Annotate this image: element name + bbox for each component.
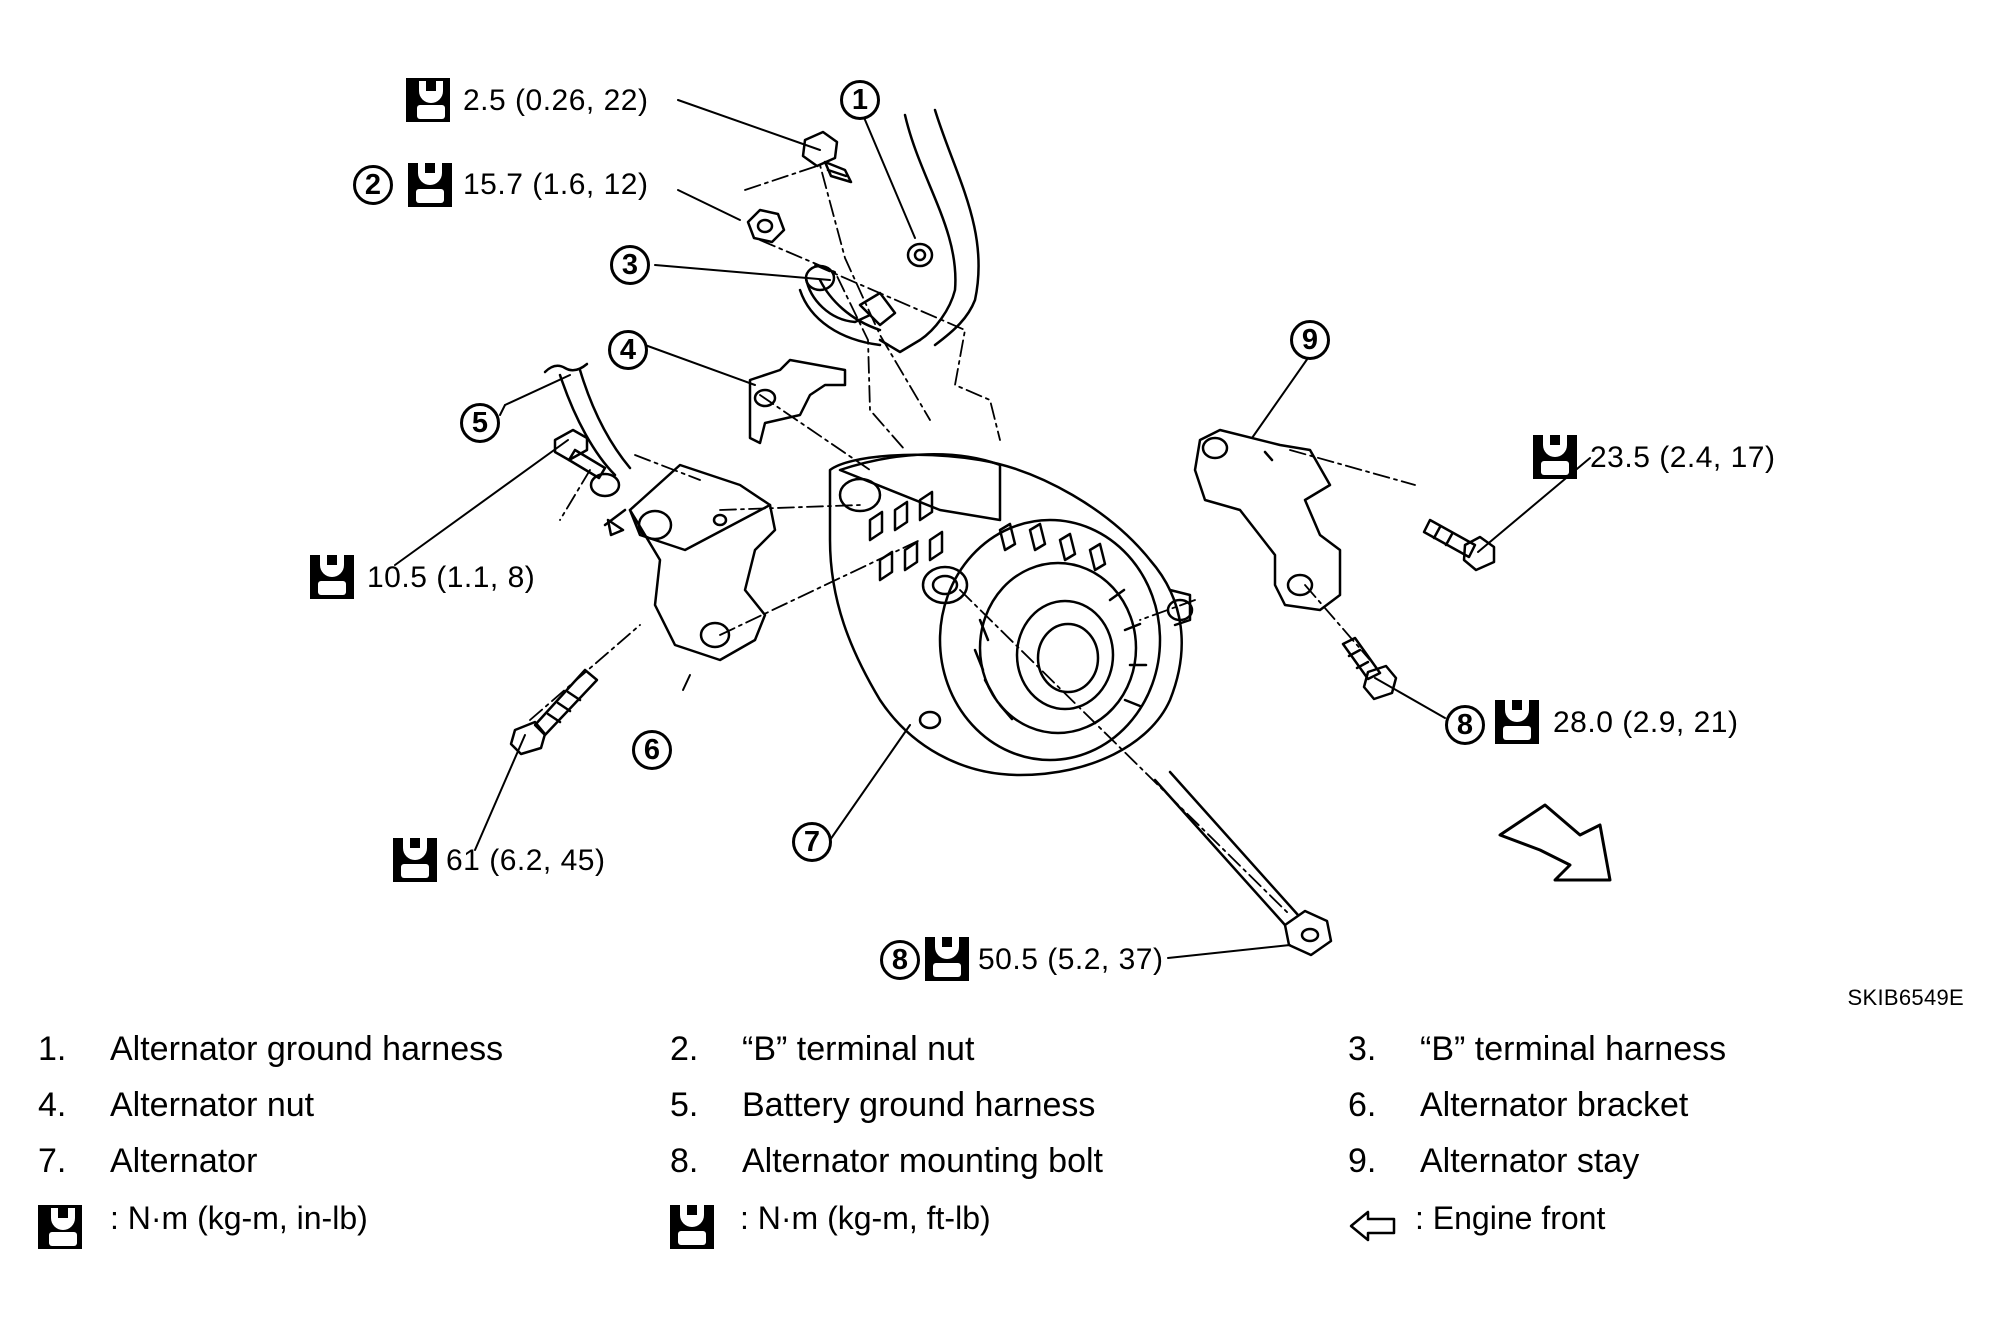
top-bolt-part [801, 130, 853, 184]
callout-2: 2 [353, 165, 393, 205]
torque-label-terminal-nut: 15.7 (1.6, 12) [463, 168, 649, 201]
torque-label-mounting-bolt: 50.5 (5.2, 37) [978, 943, 1164, 976]
torque-wrench-icon [1495, 700, 1539, 744]
torque-wrench-icon [38, 1205, 82, 1249]
parts-legend: 1. Alternator ground harness 2. “B” term… [0, 1030, 1998, 1310]
stay-bolt-lower [1341, 636, 1398, 701]
torque-wrench-icon [925, 937, 969, 981]
torque-wrench-icon [408, 163, 452, 207]
battery-ground-bolt [553, 428, 621, 498]
alternator-nut-part [748, 358, 847, 445]
diagram-linework [394, 99, 1612, 959]
torque-label-battery-ground: 10.5 (1.1, 8) [367, 561, 536, 594]
assembly-centerlines [529, 164, 1416, 916]
torque-label-top-bolt: 2.5 (0.26, 22) [463, 84, 649, 117]
torque-label-bracket-bolt: 61 (6.2, 45) [446, 844, 606, 877]
bracket-bolt-lower [509, 668, 599, 756]
torque-label-stay-upper: 23.5 (2.4, 17) [1590, 441, 1776, 474]
legend-symbol-in-lb: : N·m (kg-m, in-lb) [110, 1200, 368, 1236]
b-terminal-harness-part [804, 264, 897, 327]
legend-symbol-engine-front: : Engine front [1415, 1200, 1606, 1236]
figure-code: SKIB6549E [1847, 985, 1964, 1010]
legend-symbol-ft-lb: : N·m (kg-m, ft-lb) [740, 1200, 991, 1236]
alternator-bracket-part [603, 463, 777, 662]
callout-1: 1 [840, 80, 880, 120]
callout-7: 7 [792, 822, 832, 862]
torque-wrench-icon [1533, 435, 1577, 479]
torque-wrench-icon [670, 1205, 714, 1249]
long-mounting-bolt [1153, 770, 1333, 957]
alternator-exploded-diagram: 1 2 3 4 5 6 7 8 8 9 2.5 (0.26, 22) 15.7 … [310, 78, 1964, 1010]
callout-9: 9 [1290, 320, 1330, 360]
ground-harness-eyelet [906, 242, 934, 268]
terminal-nut-part [746, 208, 786, 244]
engine-front-arrow-icon [1349, 1210, 1396, 1242]
callout-8-lower: 8 [880, 940, 920, 980]
torque-wrench-icon [406, 78, 450, 122]
torque-wrench-icon [393, 838, 437, 882]
harness-cables [543, 108, 980, 477]
callout-4: 4 [608, 330, 648, 370]
callout-6: 6 [632, 730, 672, 770]
callout-5: 5 [460, 403, 500, 443]
alternator-body-part [828, 453, 1194, 777]
engine-front-arrow-icon [1498, 803, 1612, 882]
callout-3: 3 [610, 245, 650, 285]
leader-lines [394, 99, 1591, 959]
alternator-stay-part [1193, 428, 1342, 612]
stay-bolt-upper [1422, 518, 1496, 572]
callout-8-upper: 8 [1445, 705, 1485, 745]
torque-label-stay-lower: 28.0 (2.9, 21) [1553, 706, 1739, 739]
torque-wrench-icon [310, 555, 354, 599]
